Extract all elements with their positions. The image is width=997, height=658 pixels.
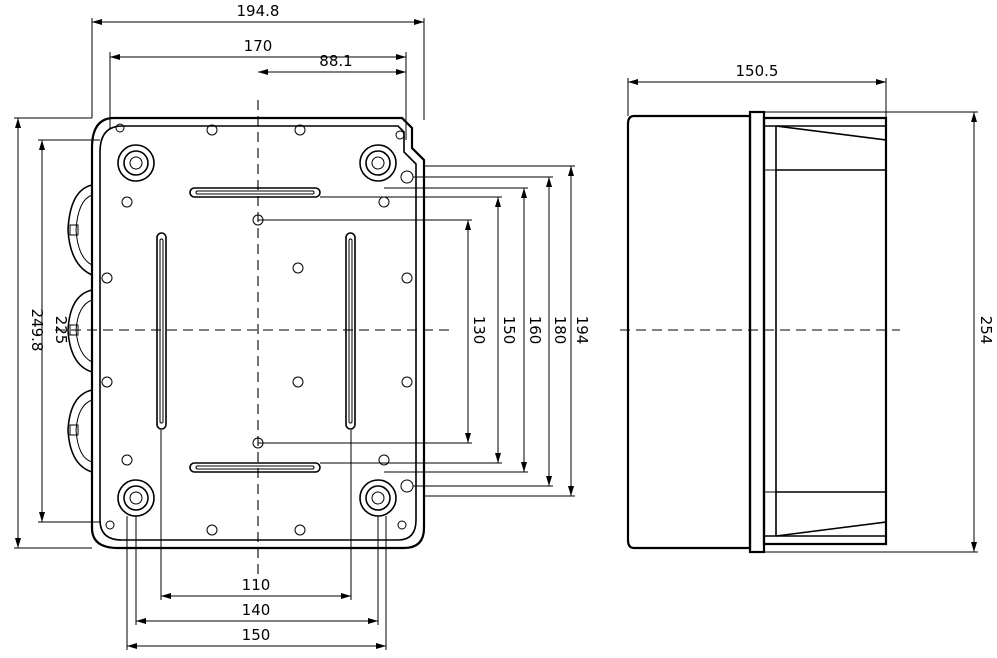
- side-dimensions: 150.5 254: [627, 62, 995, 553]
- dim-right-194: 194: [573, 316, 591, 345]
- dim-width-170: 170: [244, 37, 273, 55]
- corner-screw-bottom-right: [359, 479, 397, 517]
- front-body-outline: [90, 116, 426, 550]
- left-cable-glands: [67, 184, 93, 473]
- dim-bottom-150: 150: [242, 626, 271, 644]
- dim-bottom-140: 140: [242, 601, 271, 619]
- side-view: [620, 110, 900, 554]
- dim-overall-width: 194.8: [237, 2, 280, 20]
- dim-side-depth: 150.5: [736, 62, 779, 80]
- front-view: [55, 100, 450, 580]
- dim-right-150: 150: [500, 316, 518, 345]
- side-flange: [748, 110, 766, 554]
- dim-right-180: 180: [551, 316, 569, 345]
- dim-half-width: 88.1: [319, 52, 352, 70]
- corner-screw-bottom-left: [117, 479, 155, 517]
- front-lid-outline: [99, 125, 417, 541]
- side-body-outline: [626, 114, 752, 550]
- dim-height-225: 225: [52, 316, 70, 345]
- dim-right-160: 160: [526, 316, 544, 345]
- side-lid-outline: [762, 116, 888, 546]
- dim-right-130: 130: [470, 316, 488, 345]
- front-dimensions: 194.8 170 88.1 249.8 225 110: [14, 2, 591, 650]
- corner-screw-top-right: [359, 144, 397, 182]
- mounting-slots: [156, 187, 356, 473]
- dim-overall-height: 249.8: [28, 309, 46, 352]
- dim-bottom-110: 110: [242, 576, 271, 594]
- dim-side-height: 254: [977, 316, 995, 345]
- corner-screw-top-left: [117, 144, 155, 182]
